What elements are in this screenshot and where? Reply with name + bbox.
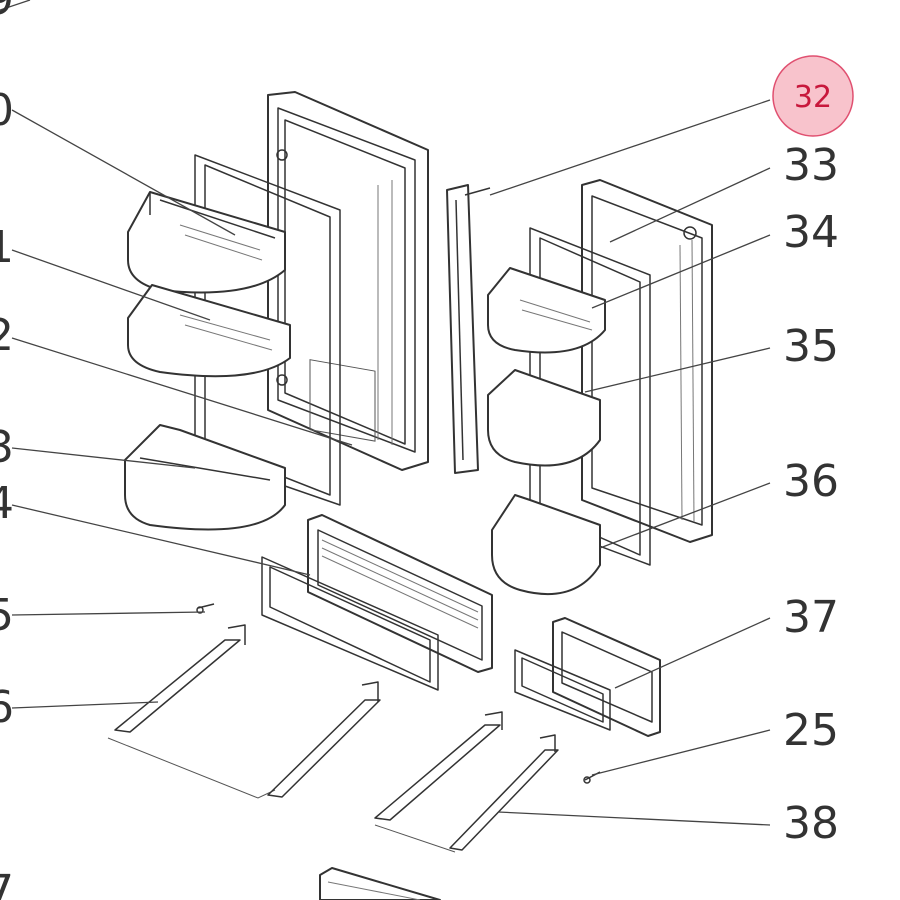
label-34: 34	[783, 207, 839, 258]
left-door-bin-upper	[127, 191, 286, 294]
label-left-top: 9	[0, 0, 14, 25]
left-door-panel	[267, 91, 429, 471]
bottom-partial-panel	[319, 867, 441, 900]
right-drawer-front	[552, 617, 661, 737]
left-drawer-gasket	[261, 556, 439, 691]
label-37: 37	[783, 592, 839, 643]
label-32: 32	[794, 80, 832, 115]
label-left-6: 6	[0, 682, 14, 733]
label-left-3: 3	[0, 422, 14, 473]
label-left-1: 1	[0, 222, 14, 273]
label-36: 36	[783, 456, 839, 507]
label-38: 38	[783, 798, 839, 849]
right-drawer-gasket	[514, 649, 611, 731]
label-left-2: 2	[0, 310, 14, 361]
left-drawer-rail-front	[107, 624, 276, 799]
highlight-circle-32[interactable]	[772, 55, 854, 137]
right-drawer-rails	[374, 711, 559, 853]
right-door-panel	[581, 179, 713, 543]
label-33: 33	[783, 140, 839, 191]
label-left-0: 0	[0, 85, 14, 136]
label-left-5: 5	[0, 590, 14, 641]
leader-lines	[0, 0, 771, 826]
left-door-bin-middle	[127, 284, 291, 378]
part-labels: 9 0 1 2 3 4 5 6 7 32 33 34 35 36 37 25 3…	[0, 0, 839, 900]
label-left-7: 7	[0, 866, 14, 900]
right-door-bin-middle	[487, 369, 601, 467]
left-drawer-rail-back	[267, 681, 381, 798]
label-25: 25	[783, 705, 839, 756]
screw-small-left	[196, 603, 215, 614]
right-door-bin-lower	[491, 494, 601, 596]
label-35: 35	[783, 321, 839, 372]
left-drawer-front	[307, 514, 493, 673]
left-door-bin-lower	[124, 424, 286, 531]
center-mullion-bar	[446, 184, 491, 474]
right-door-bin-upper	[487, 267, 606, 354]
label-left-4: 4	[0, 478, 14, 529]
